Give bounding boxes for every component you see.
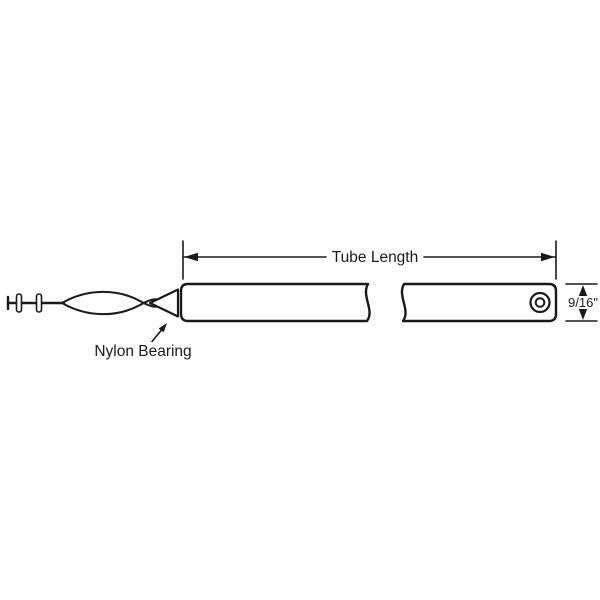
tube	[179, 282, 558, 323]
arrowhead-left	[184, 252, 198, 262]
spiral-rod-lower-curve	[60, 298, 159, 316]
spiral-rod-upper-curve	[60, 290, 159, 308]
tube-length-label: Tube Length	[332, 249, 418, 266]
diameter-label: 9/16"	[568, 295, 598, 310]
nylon-bearing-shape	[148, 288, 180, 318]
arrowhead-down	[578, 309, 588, 320]
nylon-bearing-label: Nylon Bearing	[94, 343, 191, 360]
callout-arrowhead	[158, 323, 167, 333]
tube-segment-right	[400, 282, 558, 323]
arrowhead-right	[541, 252, 555, 262]
spiral-rod	[60, 290, 159, 316]
callout-leader-line	[151, 329, 162, 343]
cross-pin-left	[15, 293, 23, 313]
pull-rod-assembly	[6, 293, 66, 313]
tube-length-dimension: Tube Length	[182, 240, 557, 280]
cross-pin-right	[35, 293, 43, 313]
nylon-bearing-callout: Nylon Bearing	[94, 323, 192, 360]
tube-segment-left	[179, 282, 371, 323]
arrowhead-up	[578, 285, 588, 296]
tube-end-hole-inner	[534, 297, 546, 308]
diameter-dimension: 9/16"	[565, 283, 598, 322]
